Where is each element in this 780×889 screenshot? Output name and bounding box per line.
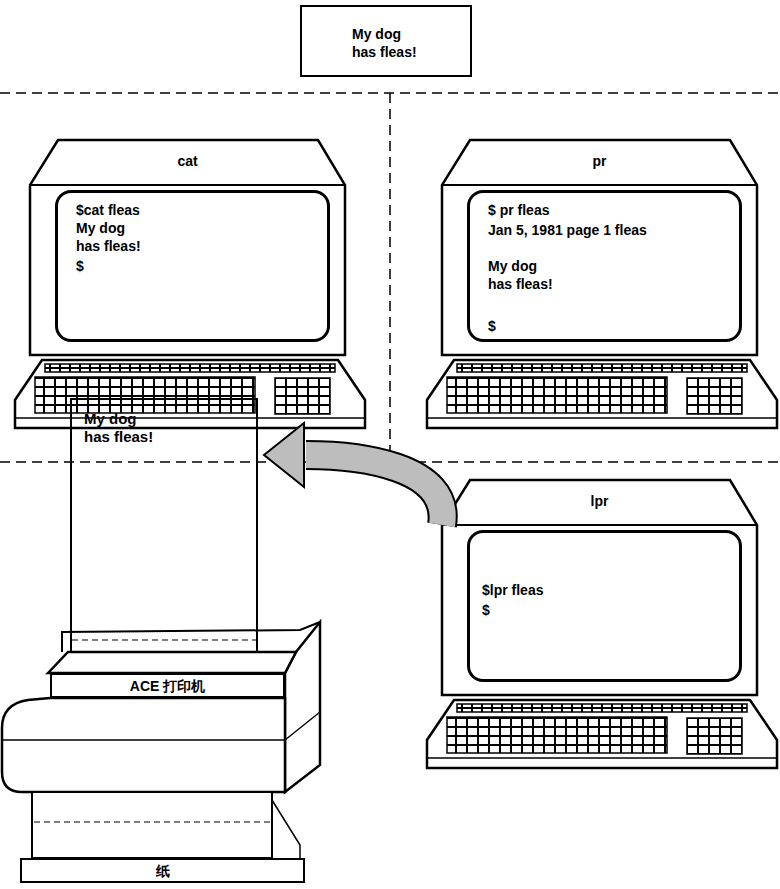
node-text: My dog has fleas! (488, 257, 560, 293)
arrow-body (306, 455, 443, 525)
flow-arrow (264, 423, 443, 525)
terminal: pr $ pr fleasJan 5, 1981 page 1 fleas My d… (442, 140, 757, 355)
node-text: My dog has fleas! (352, 25, 424, 61)
node-text: $ (482, 601, 490, 619)
divider-line (389, 93, 391, 462)
node-text: lpr (442, 492, 757, 510)
node-text: $lpr fleas (482, 581, 543, 599)
arrow-head (264, 423, 304, 487)
node-text: ACE 打印机 (52, 677, 283, 695)
file-content-box: My dog has fleas! (300, 5, 472, 77)
printer-label: ACE 打印机 (50, 673, 285, 698)
node-text: Jan 5, 1981 page 1 fleas (488, 221, 647, 239)
node-text: $cat fleas (76, 201, 140, 219)
node-text: $ (488, 317, 496, 335)
node-text: $ (76, 257, 84, 275)
terminal: cat $cat fleasMy dog has fleas! $ (30, 140, 345, 355)
paper-tray: 纸 (20, 858, 305, 883)
printer-drawing (2, 622, 320, 858)
terminal-drawing (427, 140, 777, 428)
terminal-screen: $lpr fleas $ (467, 530, 742, 682)
node-text: $ pr fleas (488, 201, 549, 219)
terminal: lpr $lpr fleas $ (442, 480, 757, 695)
terminal-drawing (15, 140, 365, 428)
printed-paper: My dog has fleas! (70, 398, 258, 652)
terminal-drawing (427, 480, 777, 768)
node-text: cat (30, 152, 345, 170)
arrow-outline (306, 455, 443, 525)
node-text: pr (442, 152, 757, 170)
terminal-screen: $cat fleasMy dog has fleas! $ (55, 190, 330, 342)
node-text: My dog has fleas! (84, 410, 160, 446)
node-text: My dog has fleas! (76, 219, 148, 255)
terminal-screen: $ pr fleasJan 5, 1981 page 1 fleas My dog… (467, 190, 742, 342)
node-text: 纸 (22, 862, 303, 880)
